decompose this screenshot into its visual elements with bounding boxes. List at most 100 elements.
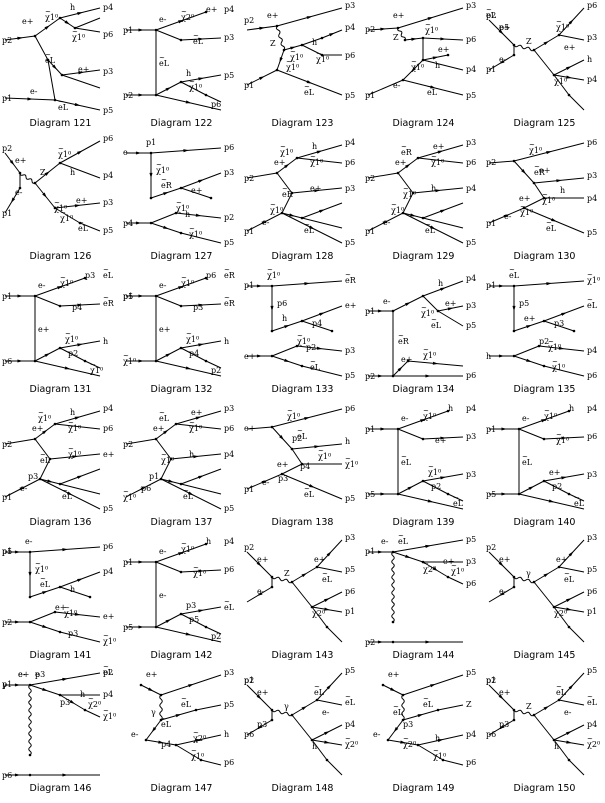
particle-label: χ1⁰ bbox=[451, 567, 464, 576]
propagator-arrow bbox=[290, 46, 296, 50]
scalar-propagator bbox=[84, 360, 101, 369]
propagator-arrow bbox=[566, 75, 572, 79]
particle-label: p5 bbox=[103, 106, 113, 115]
propagator-arrow bbox=[566, 731, 572, 736]
particle-label: p3 bbox=[466, 138, 476, 147]
propagator-arrow bbox=[326, 551, 332, 557]
particle-label: p3 bbox=[587, 33, 597, 42]
tilde-accent: ~ bbox=[64, 604, 70, 612]
tilde-accent: ~ bbox=[193, 729, 199, 737]
propagator-arrow bbox=[52, 64, 58, 70]
tilde-accent: ~ bbox=[193, 564, 199, 572]
particle-label: p1 bbox=[486, 219, 496, 228]
vertex bbox=[512, 284, 516, 288]
boson-propagator bbox=[28, 684, 32, 756]
propagator-arrow bbox=[69, 699, 76, 705]
particle-label: p5 bbox=[345, 666, 355, 675]
vertex bbox=[58, 346, 62, 350]
particle-label: p2 bbox=[292, 434, 302, 443]
diagram-caption: Diagram 127 bbox=[150, 251, 213, 262]
propagator-arrow bbox=[430, 684, 436, 688]
particle-label: p1 bbox=[365, 307, 375, 316]
propagator-arrow bbox=[67, 491, 73, 496]
vertex bbox=[512, 43, 516, 47]
propagator-arrow bbox=[279, 57, 283, 63]
diagram-caption: Diagram 121 bbox=[29, 118, 92, 129]
vertex bbox=[416, 156, 420, 160]
vertex bbox=[436, 309, 440, 313]
scalar-propagator bbox=[553, 606, 570, 628]
tilde-accent: ~ bbox=[103, 663, 109, 671]
vertex bbox=[53, 422, 57, 426]
propagator-arrow bbox=[498, 354, 505, 358]
particle-label: p4 bbox=[103, 690, 113, 699]
tilde-accent: ~ bbox=[103, 632, 109, 640]
particle-label: e- bbox=[159, 547, 167, 556]
particle-label: eR bbox=[103, 299, 115, 308]
propagator-arrow bbox=[568, 19, 574, 25]
propagator-arrow bbox=[548, 499, 555, 503]
particle-label: p1 bbox=[244, 485, 254, 494]
particle-label: χ2⁰ bbox=[312, 609, 325, 618]
particle-label: χ1⁰ bbox=[58, 150, 71, 159]
propagator-arrow bbox=[44, 171, 50, 176]
propagator-arrow bbox=[14, 683, 21, 687]
diagram-caption: Diagram 142 bbox=[150, 650, 213, 661]
propagator-arrow bbox=[437, 739, 444, 743]
particle-label: e+ bbox=[244, 352, 255, 361]
scalar-propagator bbox=[155, 295, 182, 307]
particle-label: eR bbox=[401, 148, 413, 157]
tilde-accent: ~ bbox=[587, 271, 593, 279]
particle-label: h bbox=[70, 3, 75, 12]
particle-label: p3 bbox=[345, 1, 355, 10]
vertex bbox=[275, 24, 279, 28]
particle-label: p3 bbox=[587, 171, 597, 180]
tilde-accent: ~ bbox=[181, 540, 187, 548]
particle-label: p2 bbox=[244, 543, 254, 552]
tilde-accent: ~ bbox=[304, 221, 310, 229]
propagator-arrow bbox=[568, 684, 574, 690]
particle-label: Z bbox=[284, 569, 290, 578]
particle-label: p6 bbox=[466, 579, 476, 588]
tilde-accent: ~ bbox=[224, 598, 230, 606]
vertex bbox=[270, 425, 274, 429]
particle-label: h bbox=[189, 450, 194, 459]
particle-label: e+ bbox=[257, 555, 268, 564]
tilde-accent: ~ bbox=[123, 488, 129, 496]
particle-label: χ1⁰ bbox=[60, 279, 73, 288]
particle-label: p5 bbox=[345, 238, 355, 247]
propagator-arrow bbox=[19, 486, 26, 491]
propagator-arrow bbox=[501, 427, 507, 431]
vertex bbox=[396, 427, 400, 431]
propagator-arrow bbox=[261, 480, 268, 484]
scalar-propagator bbox=[296, 157, 343, 164]
particle-label: e+ bbox=[499, 555, 510, 564]
particle-label: e+ bbox=[499, 688, 510, 697]
particle-label: p1 bbox=[345, 607, 355, 616]
vertex bbox=[154, 437, 158, 441]
propagator-arrow bbox=[47, 479, 53, 483]
tilde-accent: ~ bbox=[267, 266, 273, 274]
scalar-propagator bbox=[39, 458, 51, 480]
scalar-propagator bbox=[150, 212, 177, 224]
propagator-arrow bbox=[558, 346, 565, 350]
particle-label: e- bbox=[18, 670, 26, 679]
propagator-arrow bbox=[74, 204, 81, 208]
scalar-propagator bbox=[276, 172, 293, 194]
scalar-propagator bbox=[59, 586, 91, 598]
tilde-accent: ~ bbox=[62, 487, 68, 495]
vertex bbox=[542, 437, 546, 441]
vertex bbox=[149, 196, 153, 200]
tilde-accent: ~ bbox=[183, 487, 189, 495]
propagator-arrow bbox=[178, 551, 184, 556]
particle-label: p4 bbox=[587, 404, 597, 413]
